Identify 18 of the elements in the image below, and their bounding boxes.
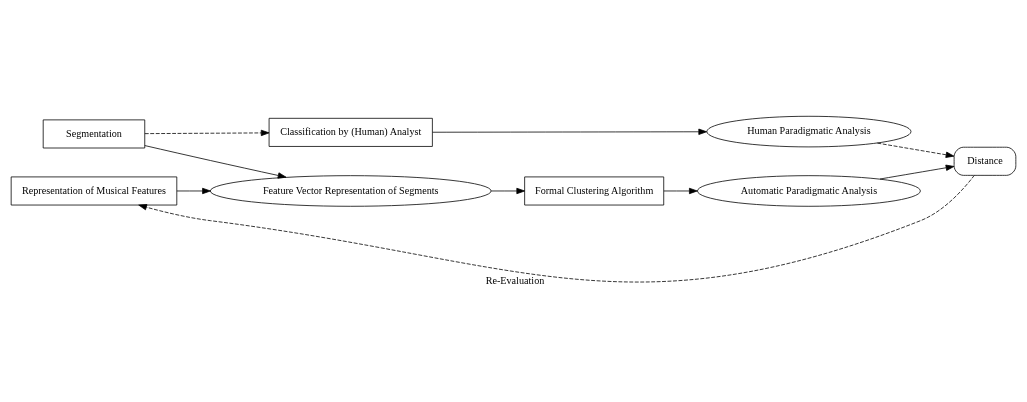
node-ellipse: Feature Vector Representation of Segments (209, 174, 492, 207)
node-box: Classification by (Human) Analyst (268, 117, 433, 147)
arrow (144, 144, 287, 179)
node-ellipse: Human Paradigmatic Analysis (706, 115, 912, 147)
arrow (663, 187, 698, 194)
arrow (490, 187, 525, 194)
arrow (432, 128, 707, 135)
node-box: Segmentation (42, 119, 146, 148)
node-box: Distance (953, 146, 1017, 176)
arrow (877, 142, 955, 158)
arrow (176, 187, 211, 194)
node-box: Representation of Musical Features (10, 176, 178, 205)
edge-label: Re-Evaluation (485, 274, 545, 286)
arrow (138, 174, 975, 282)
node-ellipse: Automatic Paradigmatic Analysis (697, 174, 921, 207)
arrow (879, 164, 955, 179)
arrow (144, 129, 270, 136)
node-box: Formal Clustering Algorithm (524, 176, 665, 205)
